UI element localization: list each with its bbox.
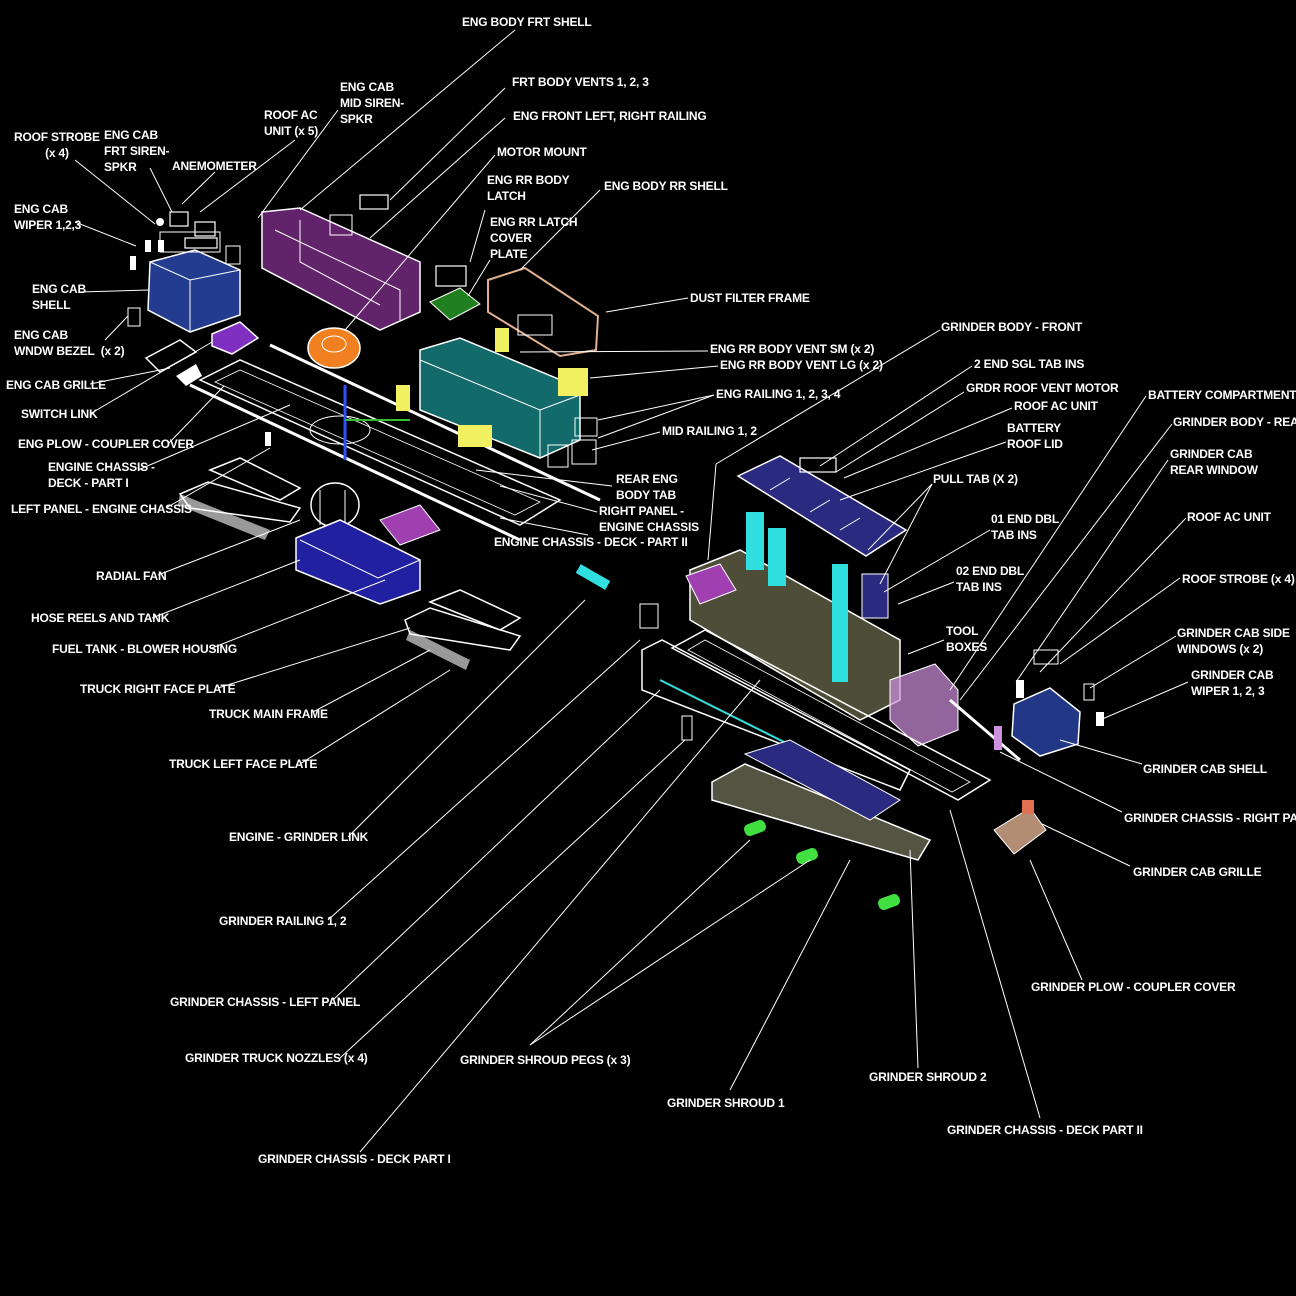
label-fuel-tank-blower: FUEL TANK - BLOWER HOUSING	[52, 642, 238, 656]
label-eng-cab-wndw-bezel: ENG CAB WNDW BEZEL (x 2)	[14, 328, 125, 358]
label-pull-tab: PULL TAB (X 2)	[933, 472, 1018, 486]
label-grinder-shroud-2: GRINDER SHROUD 2	[869, 1070, 987, 1084]
eng-roof-parts	[156, 211, 218, 249]
label-grinder-body-rear: GRINDER BODY - REAR	[1173, 415, 1296, 429]
label-roof-strobe-left: ROOF STROBE (x 4)	[14, 130, 100, 160]
label-grinder-plow-coupler: GRINDER PLOW - COUPLER COVER	[1031, 980, 1236, 994]
grinder-body-part	[639, 512, 959, 747]
label-end-sgl-tab-ins-2: 2 END SGL TAB INS	[974, 357, 1085, 371]
label-roof-strobe-right: ROOF STROBE (x 4)	[1182, 572, 1295, 586]
label-eng-cab-shell: ENG CAB SHELL	[32, 282, 86, 312]
label-grinder-cab-shell: GRINDER CAB SHELL	[1143, 762, 1267, 776]
label-battery-compartment: BATTERY COMPARTMENT	[1148, 388, 1296, 402]
label-grinder-cab-rear-window: GRINDER CAB REAR WINDOW	[1170, 447, 1258, 477]
label-grinder-cab-side-windows: GRINDER CAB SIDE WINDOWS (x 2)	[1177, 626, 1290, 656]
grinder-trucks-part	[575, 564, 932, 910]
label-eng-plow-coupler: ENG PLOW - COUPLER COVER	[18, 437, 194, 451]
label-eng-cab-grille: ENG CAB GRILLE	[6, 378, 106, 392]
engine-trucks-part	[178, 457, 522, 670]
label-grinder-chassis-left: GRINDER CHASSIS - LEFT PANEL	[170, 995, 361, 1009]
label-grinder-chassis-right: GRINDER CHASSIS - RIGHT PANEL	[1124, 811, 1296, 825]
eng-rear-body-part	[396, 328, 588, 459]
label-eng-rr-vent-sm: ENG RR BODY VENT SM (x 2)	[710, 342, 875, 356]
label-eng-rr-body-latch: ENG RR BODY LATCH	[487, 173, 570, 203]
eng-cab-shell-part	[127, 231, 241, 333]
label-truck-right-face: TRUCK RIGHT FACE PLATE	[80, 682, 236, 696]
label-dust-filter-frame: DUST FILTER FRAME	[690, 291, 810, 305]
label-anemometer: ANEMOMETER	[172, 159, 257, 173]
label-eng-rr-vent-lg: ENG RR BODY VENT LG (x 2)	[720, 358, 883, 372]
label-left-panel-engine-chassis: LEFT PANEL - ENGINE CHASSIS	[11, 502, 192, 516]
label-radial-fan: RADIAL FAN	[96, 569, 167, 583]
eng-body-frt-shell-part	[261, 194, 421, 331]
label-rear-eng-body-tab: REAR ENG BODY TAB	[616, 472, 678, 502]
label-roof-ac-unit-x5: ROOF AC UNIT (x 5)	[264, 108, 319, 138]
eng-plow-part	[144, 339, 202, 386]
label-grdr-roof-vent-motor: GRDR ROOF VENT MOTOR	[966, 381, 1119, 395]
label-eng-railing: ENG RAILING 1, 2, 3, 4	[716, 387, 841, 401]
eng-body-rr-shell-part	[429, 265, 600, 358]
label-mid-railing: MID RAILING 1, 2	[662, 424, 757, 438]
eng-cab-grille-part	[211, 321, 260, 355]
label-hose-reels-tank: HOSE REELS AND TANK	[31, 611, 170, 625]
label-battery-roof-lid: BATTERY ROOF LID	[1007, 421, 1063, 451]
label-truck-left-face: TRUCK LEFT FACE PLATE	[169, 757, 318, 771]
label-grinder-truck-nozzles: GRINDER TRUCK NOZZLES (x 4)	[185, 1051, 368, 1065]
label-eng-cab-wiper: ENG CAB WIPER 1,2,3	[14, 202, 82, 232]
label-grinder-shroud-pegs: GRINDER SHROUD PEGS (x 3)	[460, 1053, 631, 1067]
label-eng-body-rr-shell: ENG BODY RR SHELL	[604, 179, 728, 193]
label-grinder-cab-wiper: GRINDER CAB WIPER 1, 2, 3	[1191, 668, 1274, 698]
grinder-roof-part	[736, 455, 908, 557]
label-grinder-chassis-deck-1: GRINDER CHASSIS - DECK PART I	[258, 1152, 451, 1166]
label-eng-cab-mid-siren: ENG CAB MID SIREN- SPKR	[340, 80, 405, 126]
label-grinder-cab-grille: GRINDER CAB GRILLE	[1133, 865, 1262, 879]
label-engine-chassis-deck-2: ENGINE CHASSIS - DECK - PART II	[494, 535, 688, 549]
label-engine-chassis-deck-1: ENGINE CHASSIS - DECK - PART I	[48, 460, 155, 490]
label-frt-body-vents: FRT BODY VENTS 1, 2, 3	[512, 75, 649, 89]
motor-mount-part	[307, 327, 361, 369]
label-right-panel-engine-chassis: RIGHT PANEL - ENGINE CHASSIS	[599, 504, 699, 534]
label-grinder-shroud-1: GRINDER SHROUD 1	[667, 1096, 785, 1110]
label-eng-front-railing: ENG FRONT LEFT, RIGHT RAILING	[513, 109, 707, 123]
label-tool-boxes: TOOL BOXES	[946, 624, 988, 654]
label-switch-link: SWITCH LINK	[21, 407, 98, 421]
label-eng-rr-latch-cover: ENG RR LATCH COVER PLATE	[490, 215, 578, 261]
label-grinder-chassis-deck-2: GRINDER CHASSIS - DECK PART II	[947, 1123, 1143, 1137]
label-eng-body-frt-shell: ENG BODY FRT SHELL	[462, 15, 592, 29]
grinder-cab-part	[993, 649, 1104, 855]
label-end-dbl-tab-ins-01: 01 END DBL TAB INS	[991, 512, 1060, 542]
label-grinder-body-front: GRINDER BODY - FRONT	[941, 320, 1083, 334]
fuel-tank-part	[295, 482, 441, 605]
label-end-dbl-tab-ins-02: 02 END DBL TAB INS	[956, 564, 1025, 594]
grinder-chassis-part	[641, 629, 1021, 801]
leader-lines	[74, 29, 1189, 1153]
label-truck-main-frame: TRUCK MAIN FRAME	[209, 707, 328, 721]
label-motor-mount: MOTOR MOUNT	[497, 145, 587, 159]
label-roof-ac-unit-right: ROOF AC UNIT	[1187, 510, 1271, 524]
label-grinder-railing: GRINDER RAILING 1, 2	[219, 914, 347, 928]
label-eng-cab-frt-siren: ENG CAB FRT SIREN- SPKR	[104, 128, 170, 174]
label-roof-ac-unit-mid: ROOF AC UNIT	[1014, 399, 1098, 413]
label-engine-grinder-link: ENGINE - GRINDER LINK	[229, 830, 369, 844]
eng-railings-part	[547, 417, 598, 468]
